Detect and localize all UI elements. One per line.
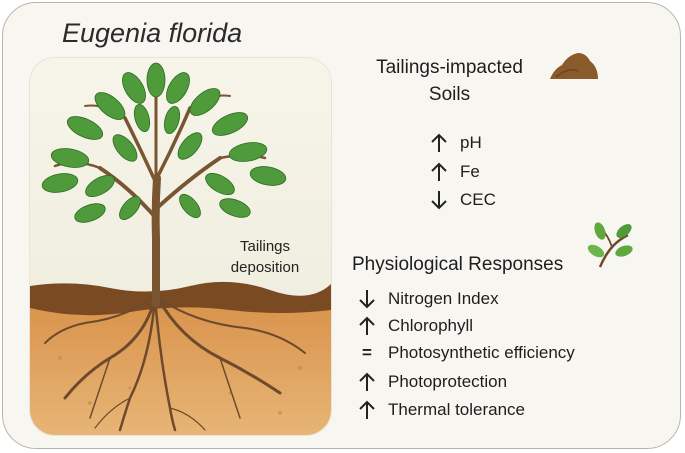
physiology-item: Nitrogen Index — [358, 288, 499, 310]
soils-title: Tailings-impacted Soils — [357, 54, 542, 108]
tree-panel: Tailings deposition — [29, 57, 332, 436]
physiology-item: Chlorophyll — [358, 315, 473, 337]
physiology-item-label: Nitrogen Index — [388, 289, 499, 309]
physiology-title: Physiological Responses — [352, 254, 563, 276]
seedling-icon — [584, 221, 634, 276]
up-arrow-icon — [358, 315, 376, 337]
physiology-item: Photoprotection — [358, 371, 507, 393]
physiology-item: = Photosynthetic efficiency — [358, 343, 575, 363]
deposition-label-line-1: Tailings — [215, 236, 315, 257]
up-arrow-icon — [430, 132, 448, 154]
soils-title-line-2: Soils — [357, 81, 542, 108]
soils-title-line-1: Tailings-impacted — [357, 54, 542, 81]
down-arrow-icon — [430, 189, 448, 211]
soil-item-cec: CEC — [430, 189, 496, 211]
species-name: Eugenia florida — [62, 18, 242, 49]
up-arrow-icon — [430, 161, 448, 183]
soil-item-label: pH — [460, 133, 482, 153]
soil-pile-icon — [548, 47, 600, 86]
deposition-label-line-2: deposition — [215, 257, 315, 278]
tailings-deposition-label: Tailings deposition — [215, 236, 315, 278]
physiology-item-label: Photoprotection — [388, 372, 507, 392]
physiology-item: Thermal tolerance — [358, 399, 525, 421]
physiology-item-label: Chlorophyll — [388, 316, 473, 336]
physiology-item-label: Photosynthetic efficiency — [388, 343, 575, 363]
soil-item-ph: pH — [430, 132, 482, 154]
soil-item-label: CEC — [460, 190, 496, 210]
physiology-item-label: Thermal tolerance — [388, 400, 525, 420]
up-arrow-icon — [358, 399, 376, 421]
down-arrow-icon — [358, 288, 376, 310]
equal-sign-icon: = — [358, 343, 376, 363]
soil-item-label: Fe — [460, 162, 480, 182]
up-arrow-icon — [358, 371, 376, 393]
soil-item-fe: Fe — [430, 161, 480, 183]
